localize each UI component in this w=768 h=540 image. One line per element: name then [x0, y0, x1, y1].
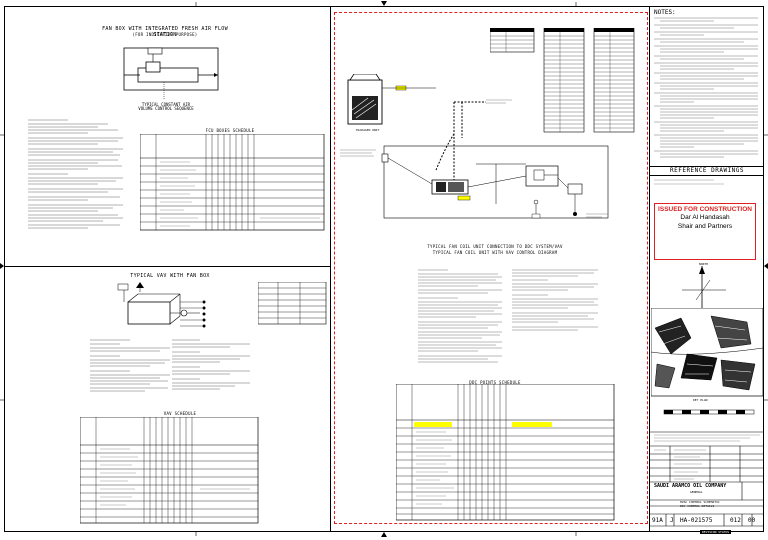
company-sub: GENERAL — [690, 490, 703, 494]
drawing-subtitle: DDC CONTROL DETAILS — [680, 504, 715, 508]
equipment-label: PACKAGED UNIT — [356, 128, 380, 132]
reference-list — [654, 179, 724, 185]
column-divider-1 — [330, 6, 331, 532]
notes-heading: NOTES: — [654, 9, 676, 16]
panel2-title: TYPICAL VAV WITH FAN BOX — [130, 273, 210, 279]
revision-status-stamp: REVISION STATUS — [700, 530, 732, 534]
panel2-notes-text — [90, 339, 250, 392]
issued-stamp-partners: Shair and Partners — [677, 223, 733, 230]
vav-point-table — [258, 282, 327, 325]
panel3-caption2: TYPICAL FAN COIL UNIT WITH VAV CONTROL D… — [432, 250, 558, 255]
key-plan-map — [651, 308, 763, 397]
panel3-notes-text — [418, 269, 598, 363]
panel2-schedule-title: VAV SCHEDULE — [163, 411, 197, 416]
issued-for-construction-stamp: ISSUED FOR CONSTRUCTION Dar Al Handasah … — [654, 203, 756, 260]
fcu-control-schematic — [340, 74, 609, 219]
issued-stamp-firm: Dar Al Handasah — [680, 214, 730, 221]
scale-bar — [663, 409, 755, 415]
panel1-schedule-title: FCU BOXES SCHEDULE — [205, 128, 255, 133]
notes-text — [654, 17, 758, 158]
column-divider-2 — [649, 6, 650, 532]
reference-divider — [650, 166, 764, 167]
panel3-schedule-title: DDC POINTS SCHEDULE — [469, 380, 521, 385]
revision-block — [650, 431, 764, 527]
fcu-schedule-table — [140, 134, 325, 231]
key-plan-label: KEY PLAN — [693, 398, 708, 402]
north-label: NORTH — [699, 262, 709, 266]
panel3-caption: TYPICAL FAN COIL UNIT CONNECTION TO DDC … — [427, 244, 563, 249]
fan-box-diagram — [123, 47, 219, 100]
row-divider-left — [4, 266, 330, 267]
panel1-title: FAN BOX WITH INTEGRATED FRESH AIR FLOW S… — [102, 26, 228, 38]
ddc-points-table — [396, 384, 615, 521]
issued-stamp-title: ISSUED FOR CONSTRUCTION — [658, 206, 752, 213]
panel1-notes-text — [28, 119, 123, 229]
construction-boundary — [334, 12, 648, 524]
drawing-title: HVAC CONTROL SCHEMATIC — [680, 500, 720, 504]
revision-number: 00 — [748, 517, 756, 524]
io-summary-tables — [490, 28, 635, 133]
north-arrow-icon — [682, 266, 726, 308]
sheet-number: 012 — [730, 517, 741, 524]
vav-schedule-table — [80, 417, 259, 524]
reference-divider-2 — [650, 175, 764, 176]
drawing-number: HA-021575 — [680, 517, 713, 524]
vav-fan-box-diagram — [117, 282, 206, 328]
index-letter: J — [670, 517, 674, 524]
reference-heading: REFERENCE DRAWINGS — [670, 167, 745, 174]
plant-number: 91A — [652, 517, 663, 524]
drawing-frame — [4, 6, 764, 532]
panel1-detail-caption: TYPICAL CONSTANT AIR VOLUME CONTROL SEQU… — [138, 102, 194, 111]
panel1-subtitle: (FOR INDICATIVE PURPOSE) — [132, 32, 198, 37]
company-name: SAUDI ARAMCO OIL COMPANY — [654, 483, 727, 489]
